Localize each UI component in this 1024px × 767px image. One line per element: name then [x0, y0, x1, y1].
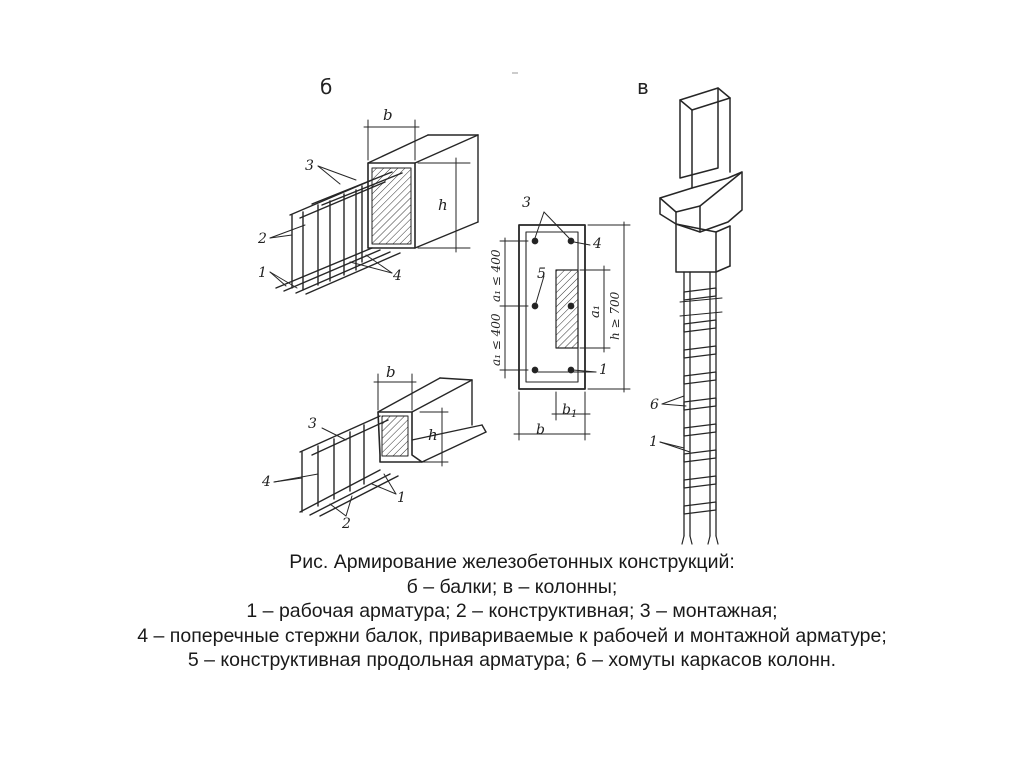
beam-top-callout-4: 4 — [392, 268, 402, 284]
column-callout-1: 1 — [649, 434, 658, 450]
dim-h-top: h — [438, 196, 448, 214]
beam-top-callout-1: 1 — [258, 265, 267, 281]
beam-top-callout-3: 3 — [305, 158, 314, 174]
beam-top-drawing — [269, 119, 479, 295]
dim-h-bottom: h — [428, 426, 438, 444]
dim-a1-bottom: a₁ ≤ 400 — [489, 313, 503, 366]
caption-line-panels: б – балки; в – колонны; — [406, 575, 618, 598]
panel-label-column: в — [637, 75, 649, 99]
dim-a1-top: a₁ ≤ 400 — [489, 249, 503, 302]
beam-bottom-callout-1: 1 — [397, 490, 406, 506]
dim-a1-mid: a₁ — [588, 305, 603, 318]
beam-bottom-callout-2: 2 — [341, 516, 351, 532]
caption-line-legend-1: 1 – рабочая арматура; 2 – конструктивная… — [246, 600, 778, 622]
dim-h-ge-700: h ≥ 700 — [608, 291, 622, 340]
dim-b-top: b — [383, 106, 393, 124]
caption-line-legend-2: 4 – поперечные стержни балок, приваривае… — [137, 624, 887, 647]
section-callout-4: 4 — [592, 236, 602, 252]
cross-section-drawing — [499, 211, 631, 441]
dim-b-bottom: b — [386, 363, 396, 381]
column-drawing — [659, 87, 743, 545]
section-callout-1: 1 — [599, 362, 608, 378]
dim-b1-section: b1 — [562, 402, 577, 420]
beam-bottom-callout-3: 3 — [308, 416, 317, 432]
section-callout-3: 3 — [522, 195, 531, 211]
dim-b-section: b — [536, 422, 545, 438]
column-callout-6: 6 — [650, 397, 659, 413]
beam-top-callout-2: 2 — [257, 231, 267, 247]
beam-bottom-drawing — [273, 373, 487, 517]
beam-bottom-callout-4: 4 — [261, 474, 271, 490]
section-callout-5: 5 — [537, 266, 546, 282]
caption-line-legend-3: 5 – конструктивная продольная арматура; … — [187, 649, 837, 671]
panel-label-beam: б — [320, 75, 332, 99]
figure-caption: Рис. Армирование железобетонных конструк… — [60, 550, 964, 673]
caption-line-title: Рис. Армирование железобетонных конструк… — [289, 551, 735, 573]
